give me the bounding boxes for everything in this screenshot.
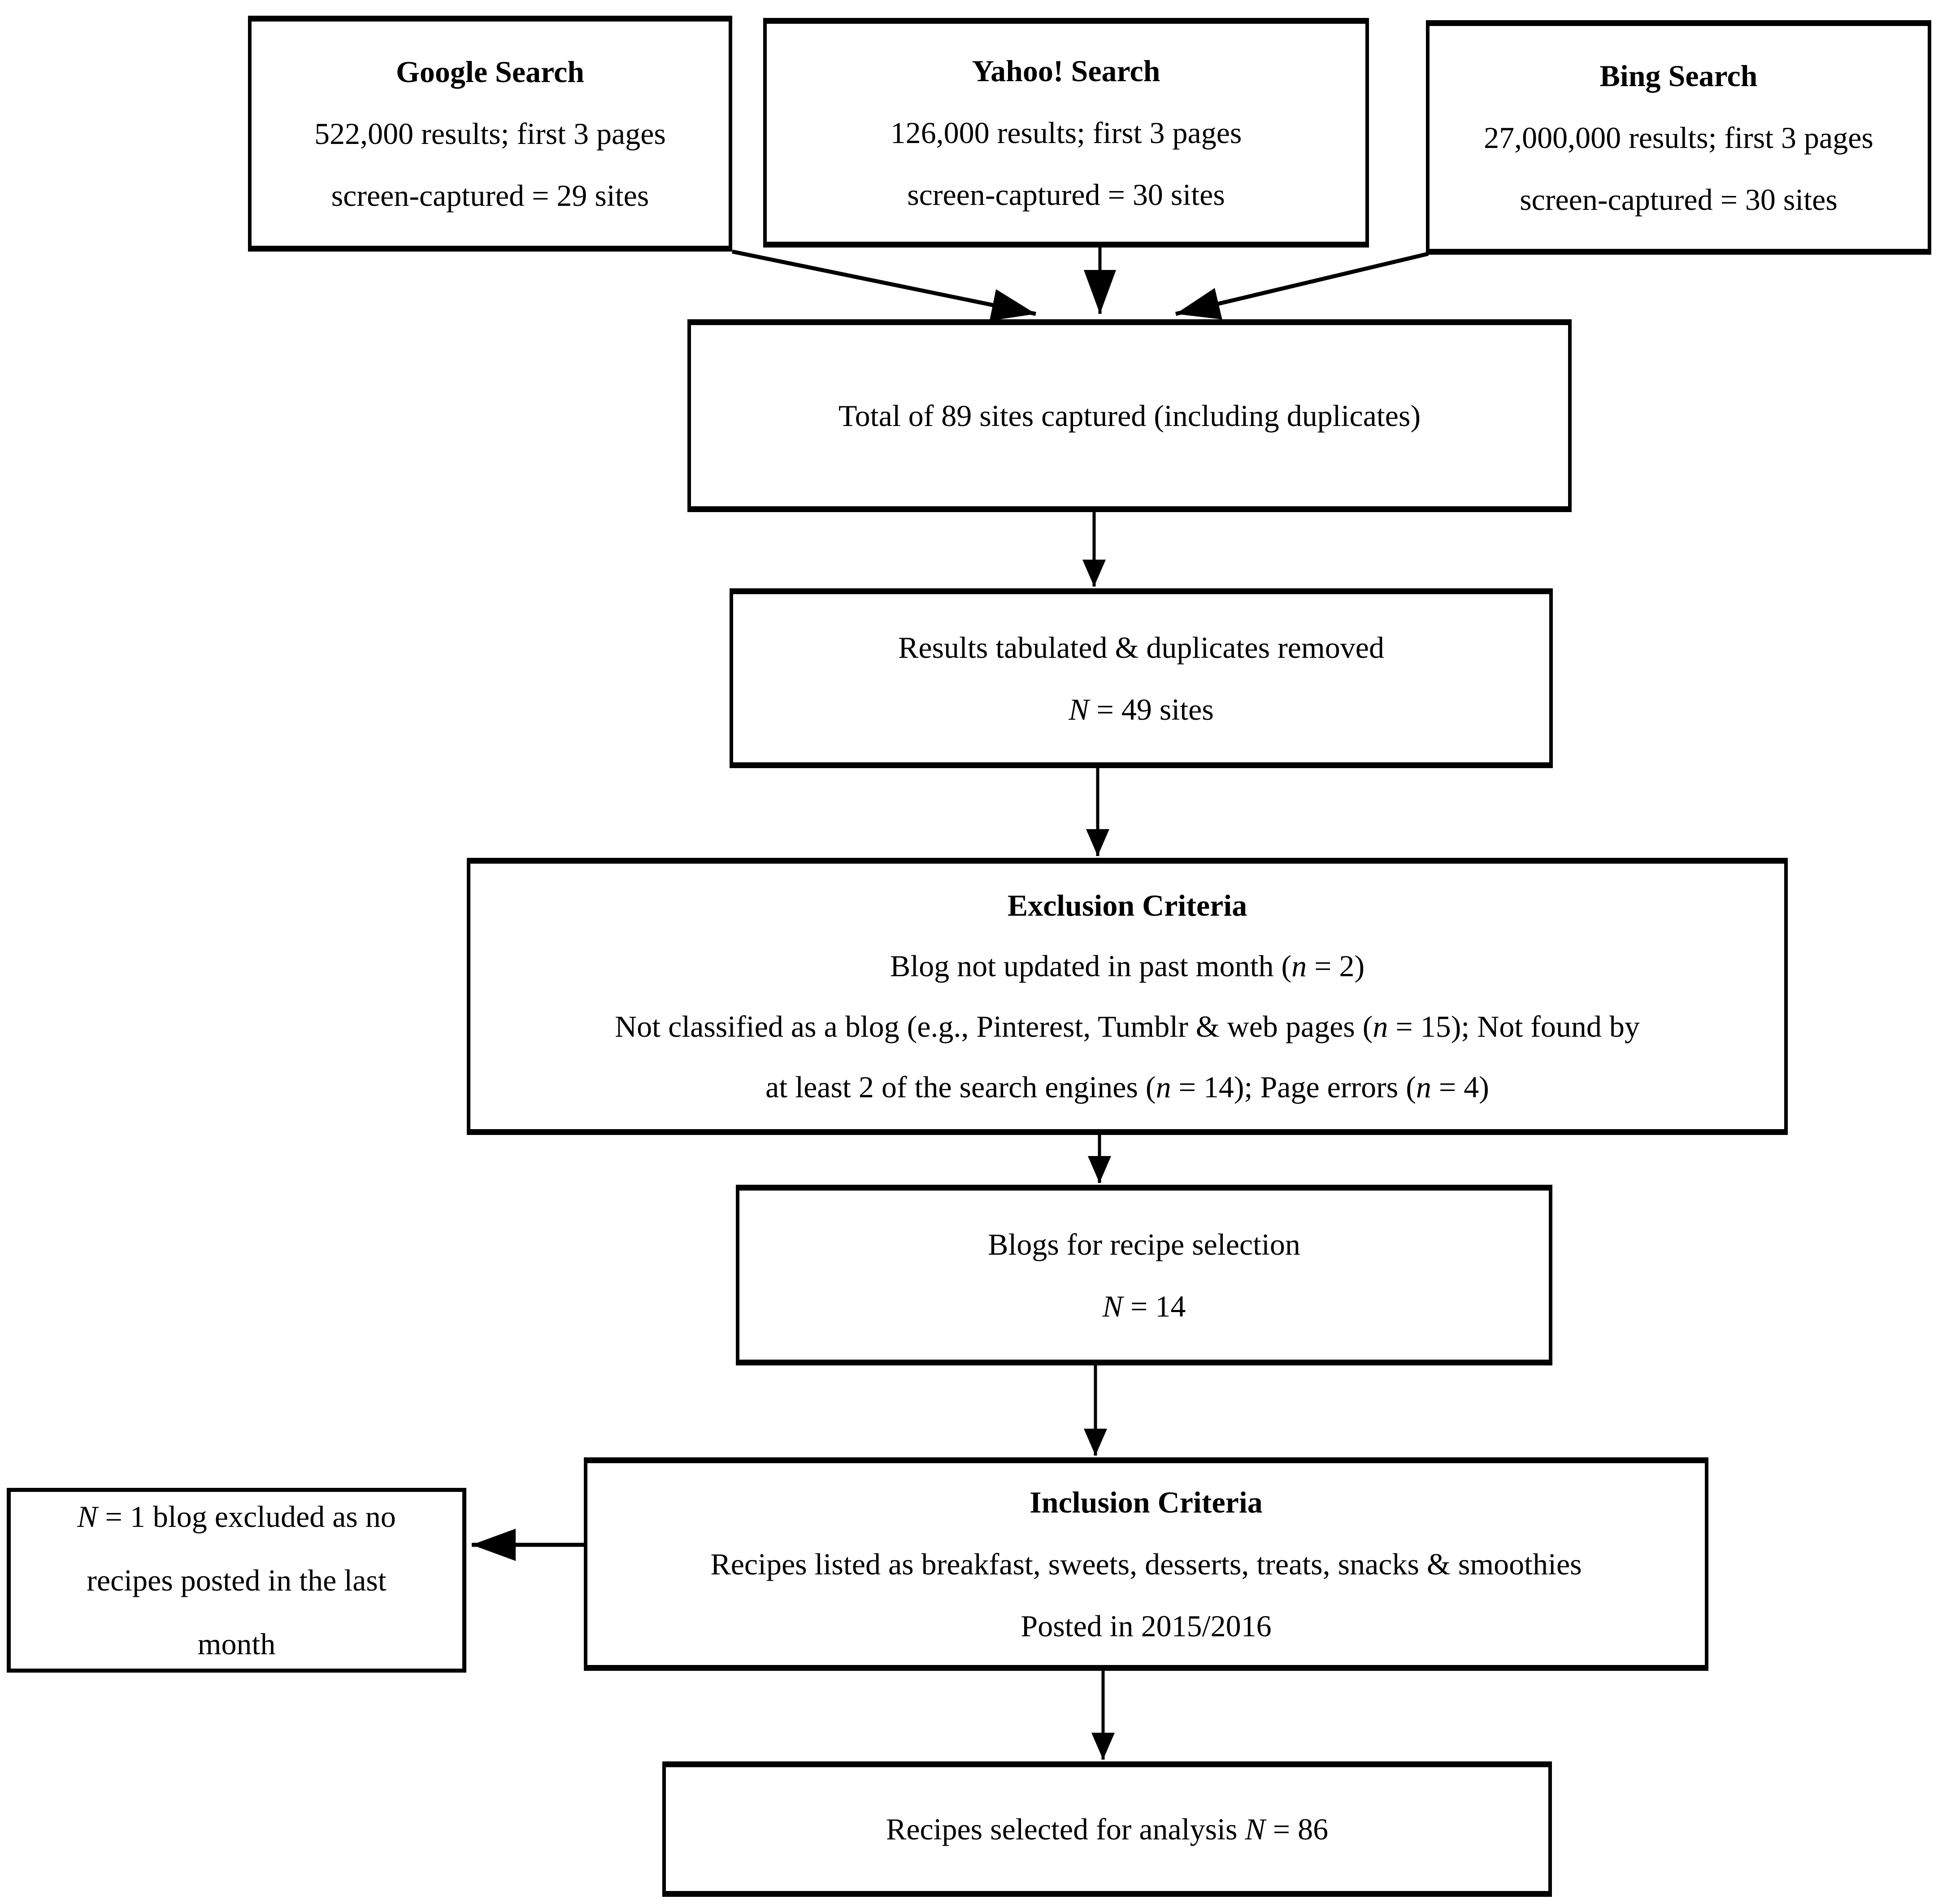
flow-box-total-captured: Total of 89 sites captured (including du… xyxy=(687,319,1572,512)
flow-box-text-line: screen-captured = 29 sites xyxy=(331,178,649,213)
flow-box-text-line: Posted in 2015/2016 xyxy=(1021,1609,1272,1643)
flow-box-google-search: Google Search 522,000 results; first 3 pa… xyxy=(248,16,732,252)
flow-box-text-line: Blogs for recipe selection xyxy=(988,1227,1300,1261)
flow-box-text-line: recipes posted in the last xyxy=(87,1563,387,1597)
flow-box-text-line: N = 49 sites xyxy=(1069,692,1214,726)
flow-box-text-line: Exclusion Criteria xyxy=(1007,888,1247,922)
flow-box-text-line: 126,000 results; first 3 pages xyxy=(890,116,1242,150)
flow-box-text-line: Results tabulated & duplicates removed xyxy=(898,630,1384,665)
flow-box-recipes-selected: Recipes selected for analysis N = 86 xyxy=(662,1761,1552,1897)
flow-box-text-line: Recipes listed as breakfast, sweets, des… xyxy=(710,1547,1582,1581)
flow-box-text-line: at least 2 of the search engines (n = 14… xyxy=(765,1070,1489,1104)
flow-box-bing-search: Bing Search 27,000,000 results; first 3 p… xyxy=(1426,20,1931,255)
flow-box-text-line: Bing Search xyxy=(1599,58,1758,93)
flow-box-text-line: month xyxy=(197,1627,276,1661)
flow-box-text-line: Not classified as a blog (e.g., Pinteres… xyxy=(615,1009,1640,1043)
flow-box-text-line: 27,000,000 results; first 3 pages xyxy=(1484,120,1873,155)
flow-box-blogs-for-recipe-selection: Blogs for recipe selection N = 14 xyxy=(736,1185,1552,1365)
flow-box-text-line: Blog not updated in past month (n = 2) xyxy=(890,949,1365,983)
flow-box-results-tabulated: Results tabulated & duplicates removed N … xyxy=(730,588,1553,768)
flow-box-text-line: screen-captured = 30 sites xyxy=(907,178,1225,212)
flow-box-text-line: screen-captured = 30 sites xyxy=(1520,182,1838,217)
flow-box-text-line: N = 1 blog excluded as no xyxy=(77,1500,396,1534)
flow-box-text-line: N = 14 xyxy=(1102,1289,1186,1323)
flow-box-text-line: Yahoo! Search xyxy=(972,54,1160,88)
flow-box-excluded-blog: N = 1 blog excluded as no recipes posted … xyxy=(7,1488,466,1673)
flow-box-text-line: Inclusion Criteria xyxy=(1030,1485,1263,1519)
flow-box-text-line: 522,000 results; first 3 pages xyxy=(314,117,666,151)
flow-box-text-line: Google Search xyxy=(396,55,584,89)
arrow-google-to-total xyxy=(732,249,1036,321)
arrow-bing-to-total xyxy=(1175,252,1429,320)
flow-box-text-line: Total of 89 sites captured (including du… xyxy=(838,399,1421,433)
flow-box-text-line: Recipes selected for analysis N = 86 xyxy=(886,1812,1329,1846)
flow-box-yahoo-search: Yahoo! Search 126,000 results; first 3 pa… xyxy=(763,18,1369,248)
